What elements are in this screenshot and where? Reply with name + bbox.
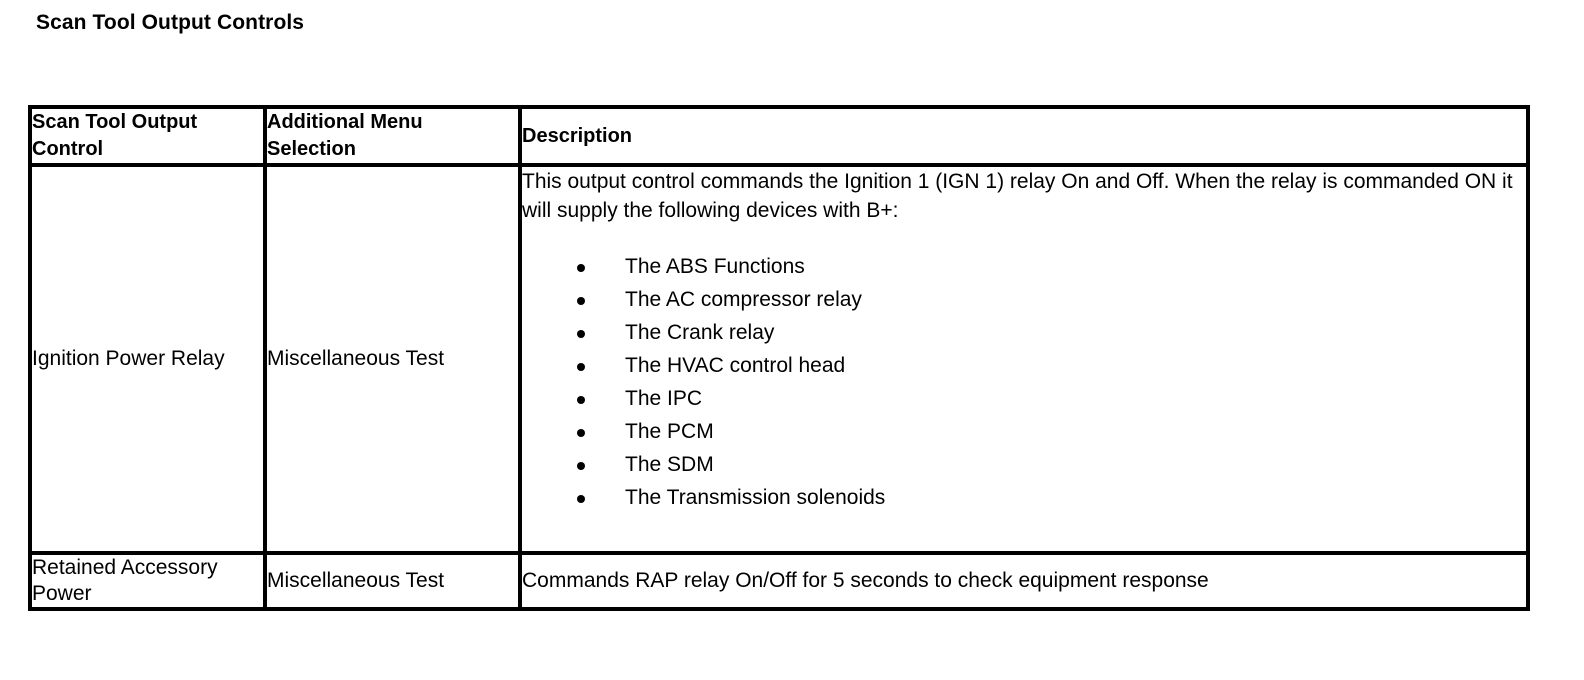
table-body: Ignition Power Relay Miscellaneous Test … bbox=[28, 163, 1530, 611]
bullet-dot-icon bbox=[577, 330, 585, 338]
column-header-additional-menu-selection: Additional Menu Selection bbox=[263, 105, 522, 167]
description-paragraph: This output control commands the Ignitio… bbox=[522, 170, 1513, 222]
list-item-label: The SDM bbox=[625, 453, 714, 476]
bullet-dot-icon bbox=[577, 297, 585, 305]
list-item: The ABS Functions bbox=[522, 253, 1526, 281]
cell-description: This output control commands the Ignitio… bbox=[518, 163, 1530, 555]
list-item-label: The Crank relay bbox=[625, 321, 775, 344]
list-item-label: The IPC bbox=[625, 387, 703, 410]
cell-additional-menu-selection: Miscellaneous Test bbox=[263, 551, 522, 611]
page-title: Scan Tool Output Controls bbox=[36, 11, 305, 34]
cell-description: Commands RAP relay On/Off for 5 seconds … bbox=[518, 551, 1530, 611]
column-header-scan-tool-output-control: Scan Tool Output Control bbox=[28, 105, 267, 167]
column-header-description: Description bbox=[518, 105, 1530, 167]
list-item: The IPC bbox=[522, 385, 1526, 413]
list-item: The Crank relay bbox=[522, 319, 1526, 347]
list-item-label: The Transmission solenoids bbox=[625, 486, 886, 509]
table-row: Retained Accessory Power Miscellaneous T… bbox=[28, 551, 1530, 611]
description-bullet-list: The ABS Functions The AC compressor rela… bbox=[522, 253, 1526, 512]
list-item-label: The HVAC control head bbox=[625, 354, 846, 377]
column-header-line-1: Scan Tool Output bbox=[32, 111, 198, 133]
table-row: Ignition Power Relay Miscellaneous Test … bbox=[28, 163, 1530, 555]
list-item-label: The PCM bbox=[625, 420, 714, 443]
cell-scan-tool-output-control: Retained Accessory Power bbox=[28, 551, 267, 611]
list-item: The AC compressor relay bbox=[522, 286, 1526, 314]
list-item-label: The AC compressor relay bbox=[625, 288, 862, 311]
bullet-dot-icon bbox=[577, 429, 585, 437]
list-item: The PCM bbox=[522, 418, 1526, 446]
scan-tool-output-controls-table: Scan Tool Output Control Additional Menu… bbox=[28, 105, 1530, 611]
list-item: The Transmission solenoids bbox=[522, 484, 1526, 512]
bullet-dot-icon bbox=[577, 495, 585, 503]
bullet-dot-icon bbox=[577, 462, 585, 470]
list-item: The HVAC control head bbox=[522, 352, 1526, 380]
column-header-line-1: Additional Menu bbox=[267, 111, 423, 133]
column-header-line-2: Control bbox=[32, 138, 104, 160]
bullet-dot-icon bbox=[577, 396, 585, 404]
scan-tool-output-controls-table-wrapper: Scan Tool Output Control Additional Menu… bbox=[28, 105, 1530, 611]
bullet-dot-icon bbox=[577, 264, 585, 272]
list-bottom-spacer bbox=[522, 517, 1526, 551]
table-header-row: Scan Tool Output Control Additional Menu… bbox=[28, 105, 1530, 167]
column-header-line-2: Selection bbox=[267, 138, 356, 160]
list-item-label: The ABS Functions bbox=[625, 255, 805, 278]
cell-scan-tool-output-control: Ignition Power Relay bbox=[28, 163, 267, 555]
cell-additional-menu-selection: Miscellaneous Test bbox=[263, 163, 522, 555]
list-item: The SDM bbox=[522, 451, 1526, 479]
table-header: Scan Tool Output Control Additional Menu… bbox=[28, 105, 1530, 167]
column-header-line-1: Description bbox=[522, 124, 633, 147]
bullet-dot-icon bbox=[577, 363, 585, 371]
